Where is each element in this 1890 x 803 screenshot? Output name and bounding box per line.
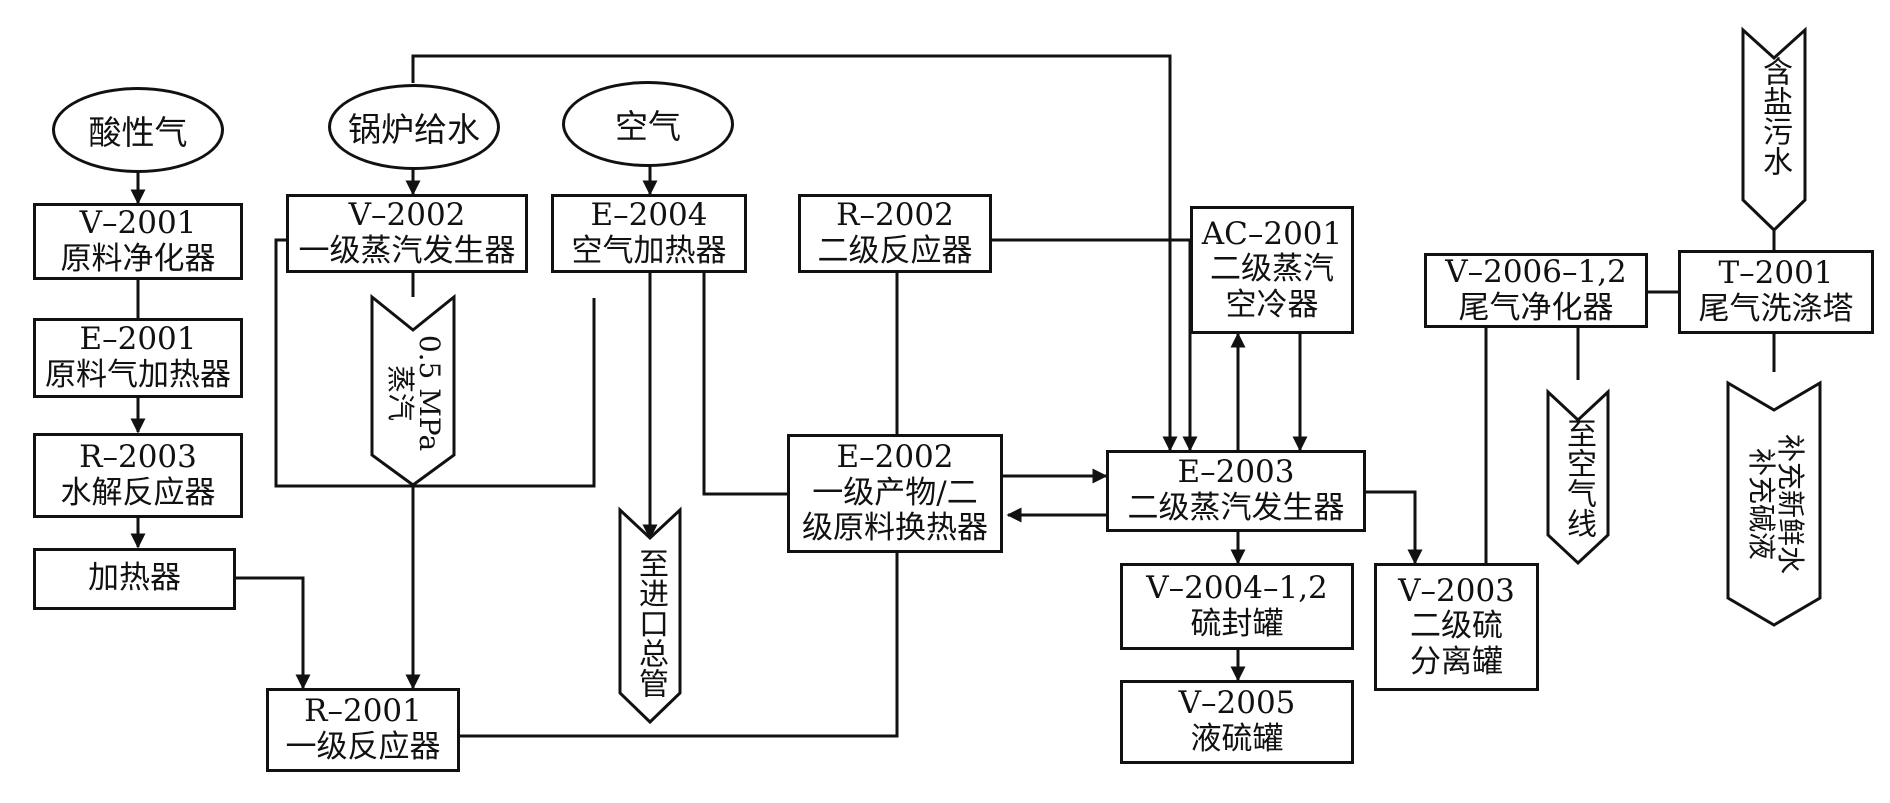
ac2001-tag: AC–2001 <box>1201 215 1343 252</box>
e2001-tag: E–2001 <box>79 321 197 358</box>
r2003-box: R–2003 水解反应器 <box>33 433 243 518</box>
steam-stream-tag <box>370 293 456 487</box>
air-source: 空气 <box>562 81 734 167</box>
v2002-box: V–2002 一级蒸汽发生器 <box>286 194 528 273</box>
ac2001-name-line1: 二级蒸汽 <box>1210 251 1334 288</box>
makeup-stream-tag <box>1726 380 1822 627</box>
e2003-tag: E–2003 <box>1177 454 1295 491</box>
e2002-box: E–2002 一级产物/二 级原料换热器 <box>787 434 1003 553</box>
r2002-name: 二级反应器 <box>817 232 973 269</box>
v2003-name-line1: 二级硫 <box>1410 608 1503 645</box>
e2001-name: 原料气加热器 <box>45 357 231 393</box>
makeup-label: 补充新鲜水 补充碱液 <box>1743 427 1807 581</box>
line-heater-to-r2001 <box>236 576 311 690</box>
salty-wastewater-label: 含盐污水 <box>1757 56 1792 176</box>
v2006-tag: V–2006–1,2 <box>1445 253 1627 290</box>
v2003-tag: V–2003 <box>1398 572 1515 609</box>
v2004-name: 硫封罐 <box>1190 605 1284 642</box>
t2001-tag: T–2001 <box>1718 255 1834 292</box>
e2002-tag: E–2002 <box>836 439 954 476</box>
v2006-box: V–2006–1,2 尾气净化器 <box>1424 253 1648 328</box>
v2006-name: 尾气净化器 <box>1458 289 1614 326</box>
v2001-box: V–2001 原料净化器 <box>33 203 243 280</box>
heater-box: 加热器 <box>33 548 236 610</box>
salty-wastewater-stream-tag <box>1741 26 1807 233</box>
t2001-box: T–2001 尾气洗涤塔 <box>1678 250 1874 334</box>
line-r2001-to-e2002 <box>460 553 899 738</box>
v2003-name-line2: 分离罐 <box>1410 643 1503 680</box>
v2002-tag: V–2002 <box>348 196 466 233</box>
v2002-name: 一级蒸汽发生器 <box>298 232 516 269</box>
r2001-name: 一级反应器 <box>285 729 441 765</box>
v2001-name: 原料净化器 <box>60 240 216 277</box>
r2001-box: R–2001 一级反应器 <box>266 688 460 772</box>
e2002-name-line2: 级原料换热器 <box>802 510 988 547</box>
e2002-name-line1: 一级产物/二 <box>812 474 978 511</box>
v2005-box: V–2005 液硫罐 <box>1120 680 1354 764</box>
atmosphere-stream-tag <box>1546 388 1610 566</box>
boiler-feed-water-source: 锅炉给水 <box>328 84 500 170</box>
boiler-feed-water-label: 锅炉给水 <box>348 110 480 149</box>
r2002-tag: R–2002 <box>836 196 954 233</box>
r2001-tag: R–2001 <box>304 693 422 730</box>
line-r2002-to-e2003 <box>992 238 1198 452</box>
v2003-box: V–2003 二级硫 分离罐 <box>1374 563 1539 691</box>
steam-label-line1: 0.5 MPa <box>413 334 446 452</box>
e2004-tag: E–2004 <box>590 196 708 233</box>
v2004-box: V–2004–1,2 硫封罐 <box>1120 563 1354 650</box>
e2004-box: E–2004 空气加热器 <box>551 194 747 273</box>
acid-gas-source: 酸性气 <box>52 87 224 173</box>
v2005-name: 液硫罐 <box>1190 721 1284 757</box>
r2002-box: R–2002 二级反应器 <box>798 194 992 273</box>
line-e2004-to-e2002 <box>702 273 792 496</box>
to-inlet-header-label: 至进口总管 <box>633 548 668 698</box>
v2004-tag: V–2004–1,2 <box>1146 569 1328 606</box>
e2003-name: 二级蒸汽发生器 <box>1127 490 1345 526</box>
to-atmosphere-label: 至空气线 <box>1561 418 1596 538</box>
ac2001-box: AC–2001 二级蒸汽 空冷器 <box>1190 206 1354 334</box>
acid-gas-label: 酸性气 <box>88 113 188 152</box>
r2003-tag: R–2003 <box>79 438 197 475</box>
v2005-tag: V–2005 <box>1178 685 1296 722</box>
v2001-tag: V–2001 <box>79 204 197 241</box>
e2004-name: 空气加热器 <box>571 232 727 269</box>
line-v2002-loop-e2004 <box>274 238 596 488</box>
steam-label: 0.5 MPa 蒸汽 <box>382 318 446 468</box>
e2001-box: E–2001 原料气加热器 <box>33 318 243 398</box>
line-bfw-top-header <box>411 54 1178 452</box>
inlet-header-stream-tag <box>618 506 682 725</box>
r2003-name: 水解反应器 <box>60 474 216 511</box>
heater-name: 加热器 <box>88 560 181 597</box>
line-e2003-to-v2003 <box>1366 490 1423 565</box>
makeup-label-line2: 补充碱液 <box>1744 447 1778 560</box>
steam-label-line2: 蒸汽 <box>383 364 417 421</box>
t2001-name: 尾气洗涤塔 <box>1698 291 1854 327</box>
air-label: 空气 <box>615 107 681 146</box>
makeup-label-line1: 补充新鲜水 <box>1774 433 1807 574</box>
e2003-box: E–2003 二级蒸汽发生器 <box>1106 450 1366 532</box>
ac2001-name-line2: 空冷器 <box>1225 286 1319 323</box>
